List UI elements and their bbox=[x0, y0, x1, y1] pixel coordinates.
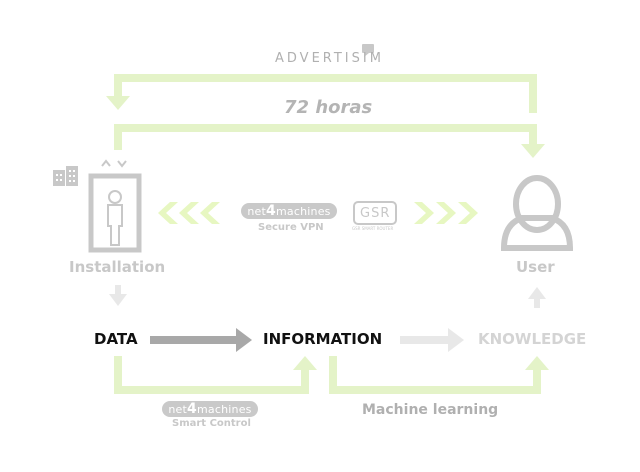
advertisim-logo-suffix: IM bbox=[362, 51, 384, 66]
smart-control-loop-arrow bbox=[114, 356, 309, 394]
information-to-knowledge-arrow bbox=[400, 328, 464, 352]
advertisim-loop-arrow bbox=[114, 74, 537, 113]
net4machines-vpn-logo: net4machines bbox=[241, 203, 337, 219]
horas-loop-arrow bbox=[114, 124, 537, 150]
gsr-badge-text: GSR bbox=[360, 206, 391, 221]
net4machines-prefix: net bbox=[247, 205, 267, 218]
horas-label: 72 horas bbox=[284, 97, 373, 118]
net4machines-suffix: machines bbox=[197, 403, 252, 416]
net4machines-suffix: machines bbox=[276, 205, 331, 218]
machine-learning-loop-arrow bbox=[329, 356, 541, 394]
building-icon bbox=[53, 166, 78, 186]
smart-control-label: Smart Control bbox=[172, 418, 251, 429]
data-to-information-arrow bbox=[150, 328, 252, 352]
information-label: INFORMATION bbox=[263, 330, 383, 348]
knowledge-label: KNOWLEDGE bbox=[478, 330, 587, 348]
advertisim-loop-arrowhead bbox=[106, 96, 130, 110]
gsr-router-caption: GSR SMART ROUTER bbox=[352, 226, 394, 231]
net4machines-digit: 4 bbox=[266, 203, 276, 219]
advertisim-logo: ADVERTISIM bbox=[275, 51, 384, 66]
horas-loop-arrowhead bbox=[521, 144, 545, 158]
speech-bubble-icon bbox=[362, 44, 374, 57]
user-label: User bbox=[516, 258, 555, 276]
net4machines-smart-control-logo: net4machines bbox=[162, 401, 258, 417]
installation-label: Installation bbox=[69, 258, 166, 276]
chevron-right-icon-group bbox=[414, 202, 478, 224]
installation-machine-icon bbox=[88, 173, 142, 253]
data-label: DATA bbox=[94, 330, 138, 348]
smart-control-loop-arrowhead bbox=[293, 356, 317, 370]
machine-learning-label: Machine learning bbox=[362, 402, 499, 418]
net4machines-digit: 4 bbox=[187, 401, 197, 417]
chevron-left-icon-group bbox=[158, 202, 220, 224]
up-down-caret-icon bbox=[101, 159, 127, 168]
knowledge-to-user-arrow bbox=[528, 287, 546, 308]
secure-vpn-label: Secure VPN bbox=[258, 222, 324, 233]
net4machines-prefix: net bbox=[168, 403, 188, 416]
installation-to-data-arrow bbox=[109, 285, 127, 306]
advertisim-logo-prefix: ADVERTIS bbox=[275, 51, 363, 66]
gsr-router-icon bbox=[353, 201, 397, 225]
user-icon bbox=[500, 175, 574, 251]
machine-learning-loop-arrowhead bbox=[525, 356, 549, 370]
